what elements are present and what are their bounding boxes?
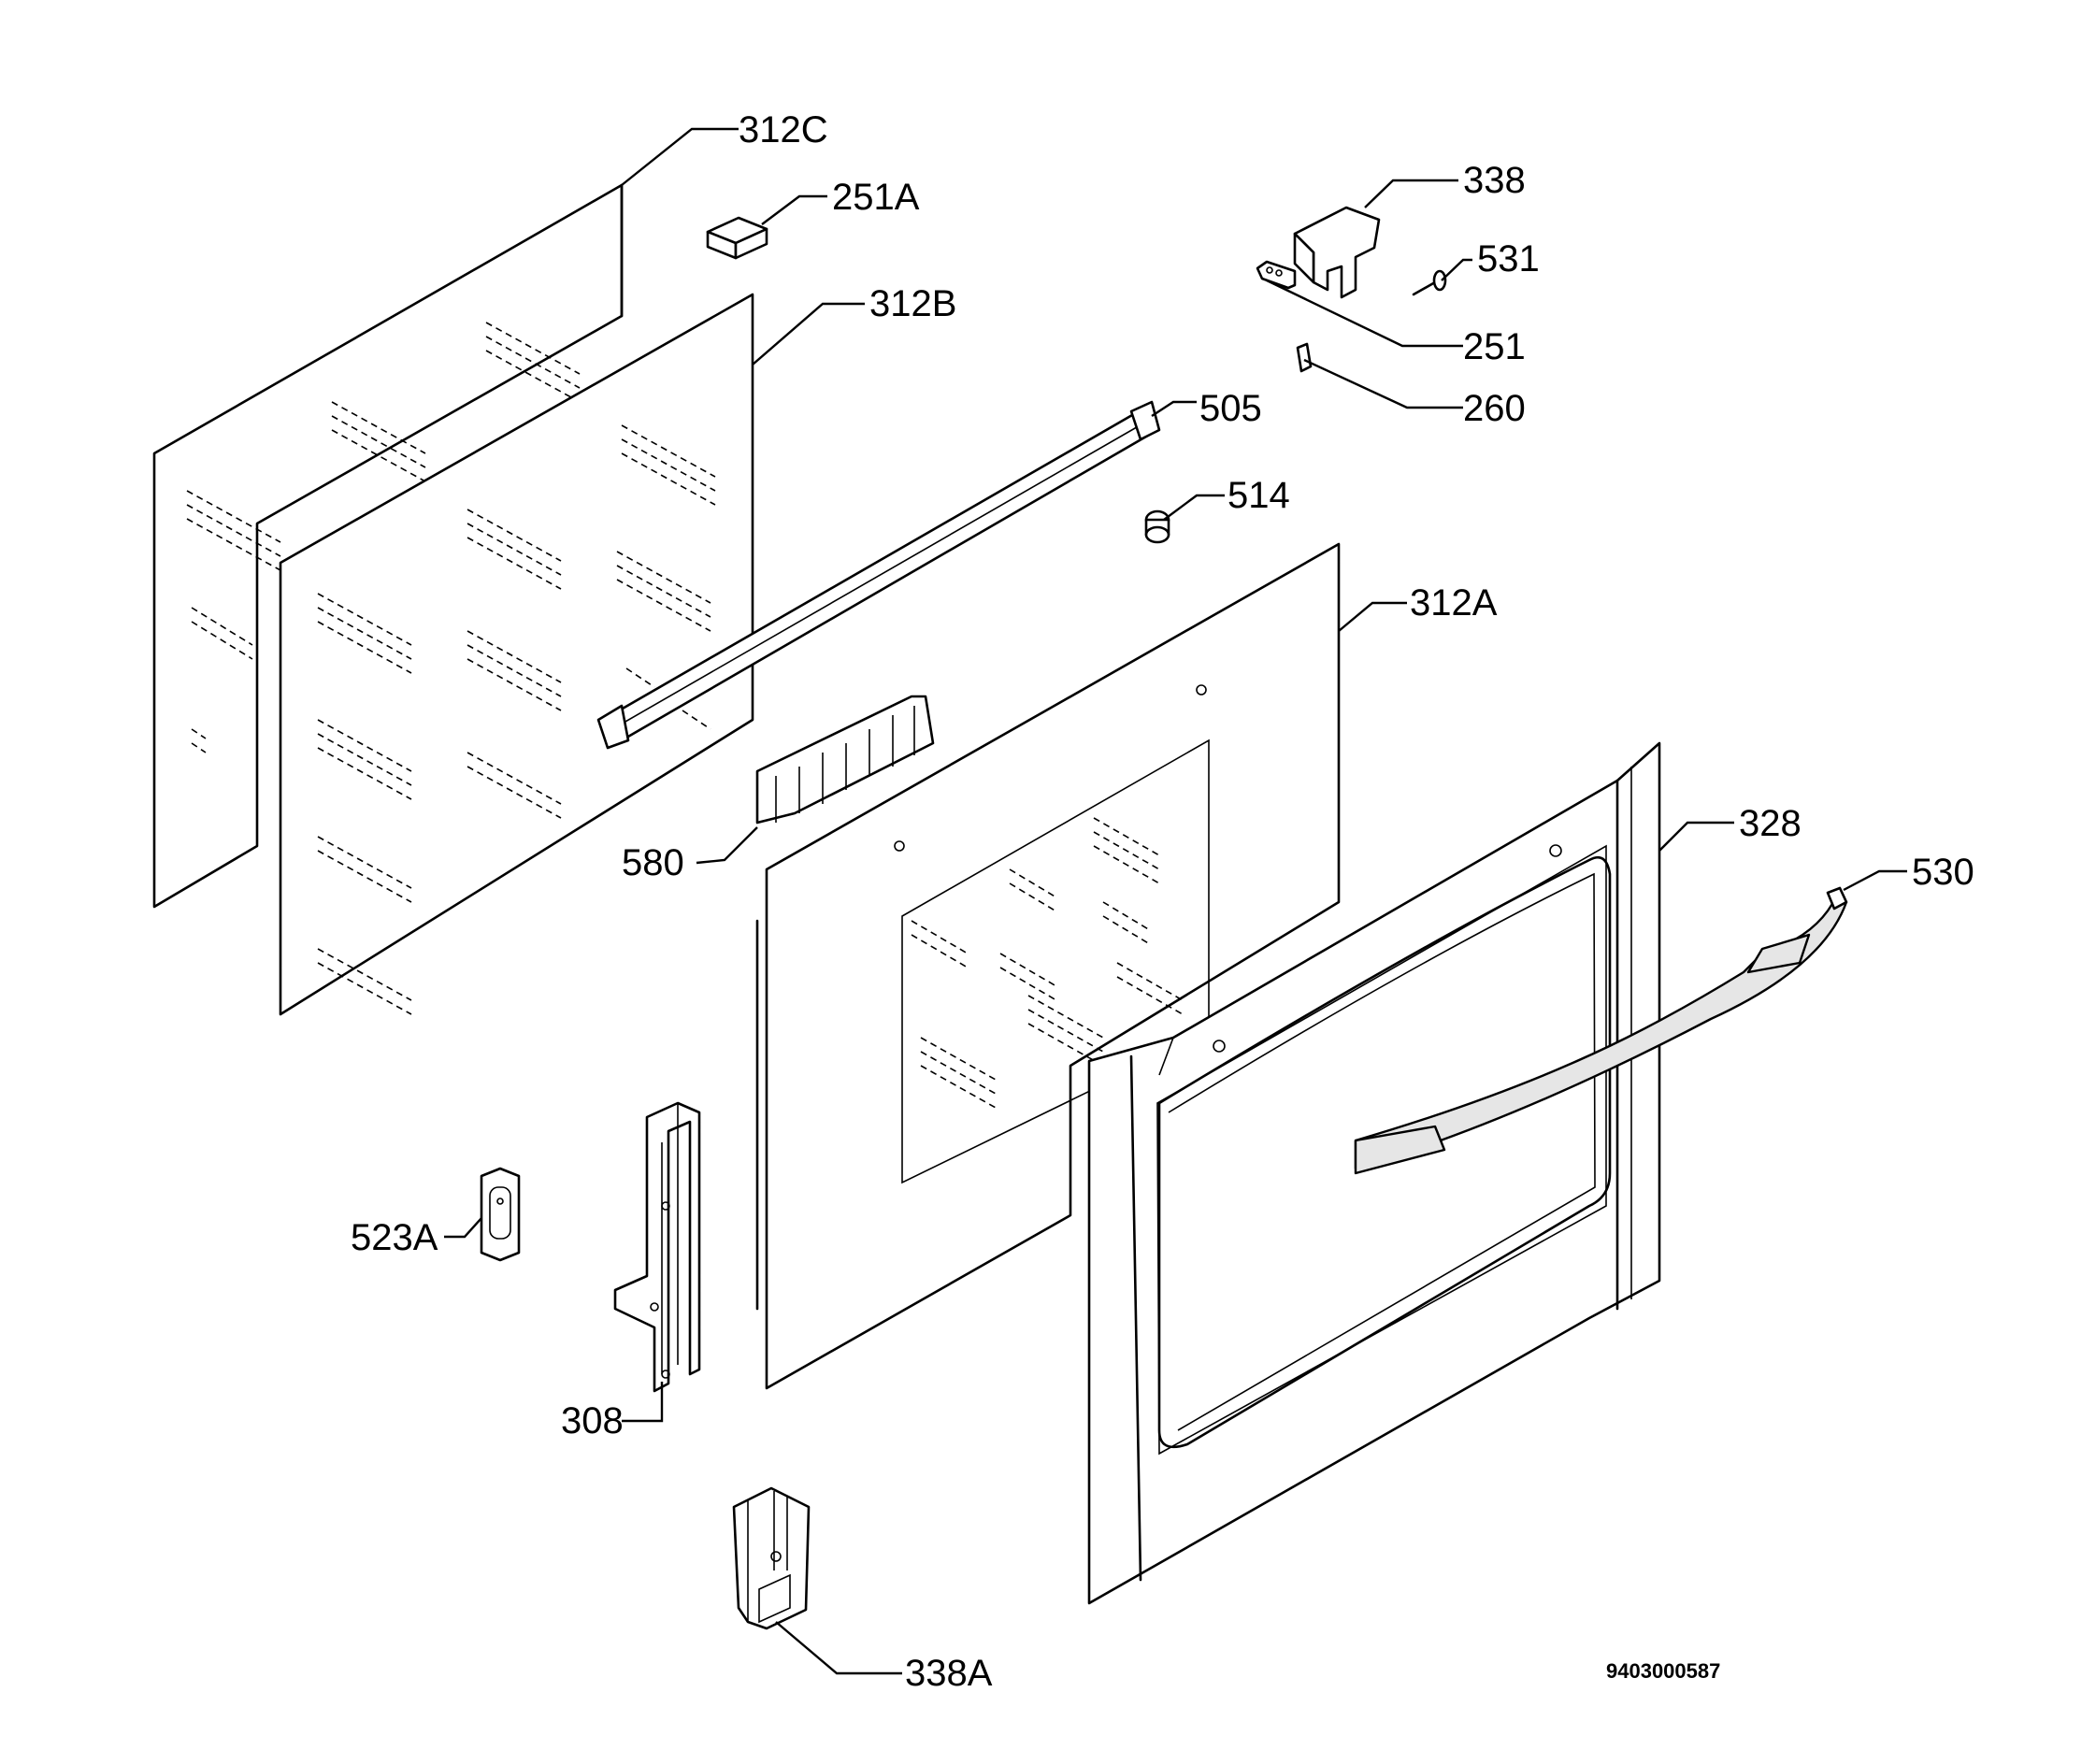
label-338a: 338A xyxy=(905,1653,993,1694)
label-531: 531 xyxy=(1477,238,1540,280)
label-338: 338 xyxy=(1463,160,1526,201)
glass-panel-312b xyxy=(279,293,754,1016)
leader-lines xyxy=(444,127,1907,1675)
label-251a: 251A xyxy=(832,177,920,218)
label-514: 514 xyxy=(1227,475,1290,516)
label-312a: 312A xyxy=(1410,582,1498,624)
clip-251 xyxy=(1256,260,1297,290)
glass-panel-312a xyxy=(755,542,1341,1390)
part-labels: 312C 251A 312B 338 531 251 260 505 514 3… xyxy=(351,109,1974,1694)
label-260: 260 xyxy=(1463,388,1526,429)
handle-530 xyxy=(1354,886,1848,1175)
label-308: 308 xyxy=(561,1400,624,1441)
label-523a: 523A xyxy=(351,1217,438,1258)
cover-523a xyxy=(480,1167,521,1262)
label-312c: 312C xyxy=(739,109,828,151)
strip-505 xyxy=(596,400,1161,750)
cap-514 xyxy=(1144,509,1170,544)
label-580: 580 xyxy=(622,842,684,883)
label-312b: 312B xyxy=(869,283,956,324)
bracket-338 xyxy=(1293,206,1381,299)
screw-531 xyxy=(1412,269,1447,296)
label-505: 505 xyxy=(1199,388,1262,429)
drawing-code: 9403000587 xyxy=(1606,1659,1720,1683)
hinge-308 xyxy=(613,1101,701,1393)
label-530: 530 xyxy=(1912,852,1974,893)
door-frame-328 xyxy=(1087,741,1661,1605)
label-251: 251 xyxy=(1463,326,1526,367)
spacer-580 xyxy=(755,695,935,825)
label-328: 328 xyxy=(1739,803,1802,844)
bracket-338a xyxy=(732,1486,811,1630)
spring-260 xyxy=(1296,342,1313,373)
clip-251a xyxy=(706,216,768,260)
